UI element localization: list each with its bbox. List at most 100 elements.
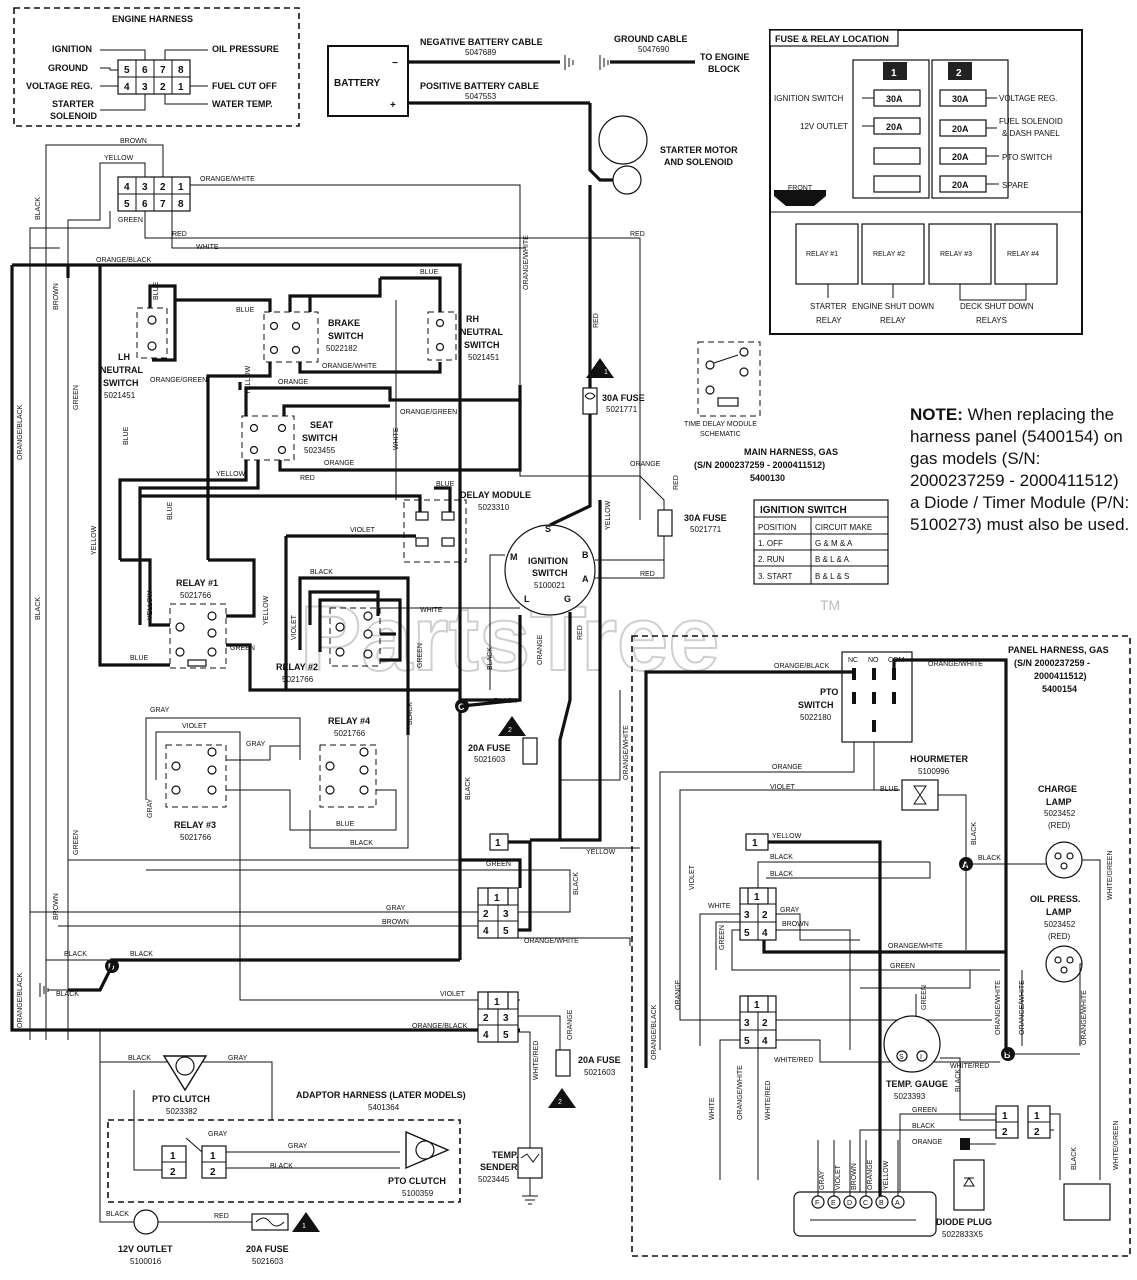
svg-text:YELLOW: YELLOW — [263, 595, 270, 625]
svg-text:5100996: 5100996 — [918, 767, 950, 776]
svg-text:WHITE: WHITE — [708, 903, 731, 910]
svg-text:5023452: 5023452 — [1044, 920, 1076, 929]
svg-text:VIOLET: VIOLET — [770, 784, 796, 791]
svg-text:BLUE: BLUE — [436, 481, 455, 488]
svg-text:5021766: 5021766 — [282, 675, 314, 684]
svg-text:ORANGE: ORANGE — [537, 634, 544, 665]
svg-text:8: 8 — [178, 199, 184, 210]
svg-text:VOLTAGE REG.: VOLTAGE REG. — [999, 94, 1057, 103]
svg-text:4: 4 — [483, 926, 489, 937]
svg-text:B & L & S: B & L & S — [815, 572, 849, 581]
svg-text:ORANGE/WHITE: ORANGE/WHITE — [1081, 990, 1088, 1045]
svg-text:BLACK: BLACK — [310, 569, 333, 576]
svg-text:5401364: 5401364 — [368, 1103, 400, 1112]
svg-text:2: 2 — [210, 1167, 216, 1178]
svg-text:WHITE/GREEN: WHITE/GREEN — [1107, 851, 1114, 900]
svg-text:BLACK: BLACK — [407, 702, 414, 725]
svg-text:RELAY: RELAY — [880, 316, 906, 325]
svg-text:SENDER: SENDER — [480, 1162, 518, 1172]
svg-text:2: 2 — [762, 1018, 768, 1029]
svg-text:SWITCH: SWITCH — [464, 340, 500, 350]
svg-text:DECK SHUT DOWN: DECK SHUT DOWN — [960, 302, 1034, 311]
starter-motor: STARTER MOTOR AND SOLENOID — [588, 103, 738, 195]
svg-text:5021766: 5021766 — [334, 729, 366, 738]
svg-text:VIOLET: VIOLET — [291, 614, 298, 640]
svg-text:3: 3 — [142, 82, 148, 93]
svg-text:RED: RED — [214, 1213, 229, 1220]
svg-text:BLACK: BLACK — [465, 777, 472, 800]
svg-text:1: 1 — [170, 1151, 176, 1162]
svg-text:RED: RED — [172, 231, 187, 238]
svg-text:BLACK: BLACK — [35, 197, 42, 220]
svg-text:5: 5 — [124, 65, 130, 76]
svg-text:ORANGE/BLACK: ORANGE/BLACK — [774, 663, 830, 670]
svg-text:WHITE/RED: WHITE/RED — [765, 1081, 772, 1120]
svg-text:20A FUSE: 20A FUSE — [468, 743, 511, 753]
watermark: PartsTree — [300, 588, 719, 690]
svg-text:BROWN: BROWN — [382, 919, 409, 926]
svg-text:WHITE/RED: WHITE/RED — [950, 1063, 989, 1070]
svg-text:BROWN: BROWN — [120, 138, 147, 145]
svg-text:ENGINE SHUT DOWN: ENGINE SHUT DOWN — [852, 302, 934, 311]
svg-text:WHITE: WHITE — [196, 244, 219, 251]
svg-text:BLUE: BLUE — [167, 501, 174, 520]
svg-text:ORANGE/BLACK: ORANGE/BLACK — [17, 404, 24, 460]
svg-text:ENGINE HARNESS: ENGINE HARNESS — [112, 14, 193, 24]
svg-text:1: 1 — [891, 68, 897, 79]
svg-text:AND SOLENOID: AND SOLENOID — [664, 157, 734, 167]
svg-text:2: 2 — [1002, 1127, 1008, 1138]
svg-text:BLACK: BLACK — [573, 872, 580, 895]
svg-text:20A: 20A — [952, 124, 969, 134]
svg-text:5: 5 — [503, 1030, 509, 1041]
svg-text:NC: NC — [848, 657, 858, 664]
svg-text:3: 3 — [503, 1013, 509, 1024]
watermark-tm: TM — [820, 597, 840, 613]
svg-text:WHITE: WHITE — [420, 607, 443, 614]
svg-text:5021771: 5021771 — [690, 525, 722, 534]
svg-text:GRAY: GRAY — [208, 1131, 228, 1138]
svg-text:BLUE: BLUE — [420, 269, 439, 276]
svg-text:BLACK: BLACK — [130, 951, 153, 958]
svg-text:BLACK: BLACK — [64, 951, 87, 958]
svg-text:5021603: 5021603 — [252, 1257, 284, 1266]
svg-text:RELAY #4: RELAY #4 — [328, 716, 370, 726]
svg-text:RELAY #1: RELAY #1 — [806, 251, 838, 258]
svg-text:SPARE: SPARE — [1002, 181, 1029, 190]
svg-text:RELAY #4: RELAY #4 — [1007, 251, 1039, 258]
svg-text:5021603: 5021603 — [584, 1068, 616, 1077]
svg-text:2: 2 — [762, 910, 768, 921]
svg-text:TEMP. GAUGE: TEMP. GAUGE — [886, 1079, 948, 1089]
svg-text:BLUE: BLUE — [880, 786, 899, 793]
svg-text:1: 1 — [302, 1223, 306, 1230]
svg-text:GREEN: GREEN — [486, 861, 511, 868]
svg-text:IGNITION: IGNITION — [52, 44, 92, 54]
svg-text:NEUTRAL: NEUTRAL — [100, 365, 143, 375]
svg-text:YELLOW: YELLOW — [91, 525, 98, 555]
svg-text:2: 2 — [160, 182, 166, 193]
svg-text:GRAY: GRAY — [147, 798, 154, 818]
svg-text:GRAY: GRAY — [246, 741, 266, 748]
svg-text:1: 1 — [604, 369, 608, 376]
svg-text:BROWN: BROWN — [851, 1163, 858, 1190]
timer-module-schematic: TIME DELAY MODULE SCHEMATIC — [684, 341, 761, 438]
svg-text:BLACK: BLACK — [955, 1069, 962, 1092]
svg-text:5047689: 5047689 — [465, 48, 497, 57]
svg-text:ORANGE: ORANGE — [675, 979, 682, 1010]
svg-text:5: 5 — [744, 1036, 750, 1047]
battery: BATTERY − + NEGATIVE BATTERY CABLE 50476… — [327, 34, 749, 117]
svg-text:TO ENGINE: TO ENGINE — [700, 52, 749, 62]
svg-text:GREEN: GREEN — [230, 645, 255, 652]
svg-text:FUSE & RELAY LOCATION: FUSE & RELAY LOCATION — [775, 34, 889, 44]
svg-text:BROWN: BROWN — [53, 283, 60, 310]
svg-text:20A: 20A — [886, 122, 903, 132]
svg-text:B: B — [582, 550, 589, 560]
svg-text:C: C — [458, 702, 465, 712]
svg-text:5023452: 5023452 — [1044, 809, 1076, 818]
svg-text:VIOLET: VIOLET — [182, 723, 208, 730]
svg-text:1: 1 — [178, 182, 184, 193]
svg-text:LAMP: LAMP — [1046, 907, 1072, 917]
svg-text:ORANGE/GREEN: ORANGE/GREEN — [150, 377, 207, 384]
svg-text:C: C — [863, 1200, 868, 1207]
svg-text:BLUE: BLUE — [123, 426, 130, 445]
svg-text:RELAY #2: RELAY #2 — [276, 662, 318, 672]
